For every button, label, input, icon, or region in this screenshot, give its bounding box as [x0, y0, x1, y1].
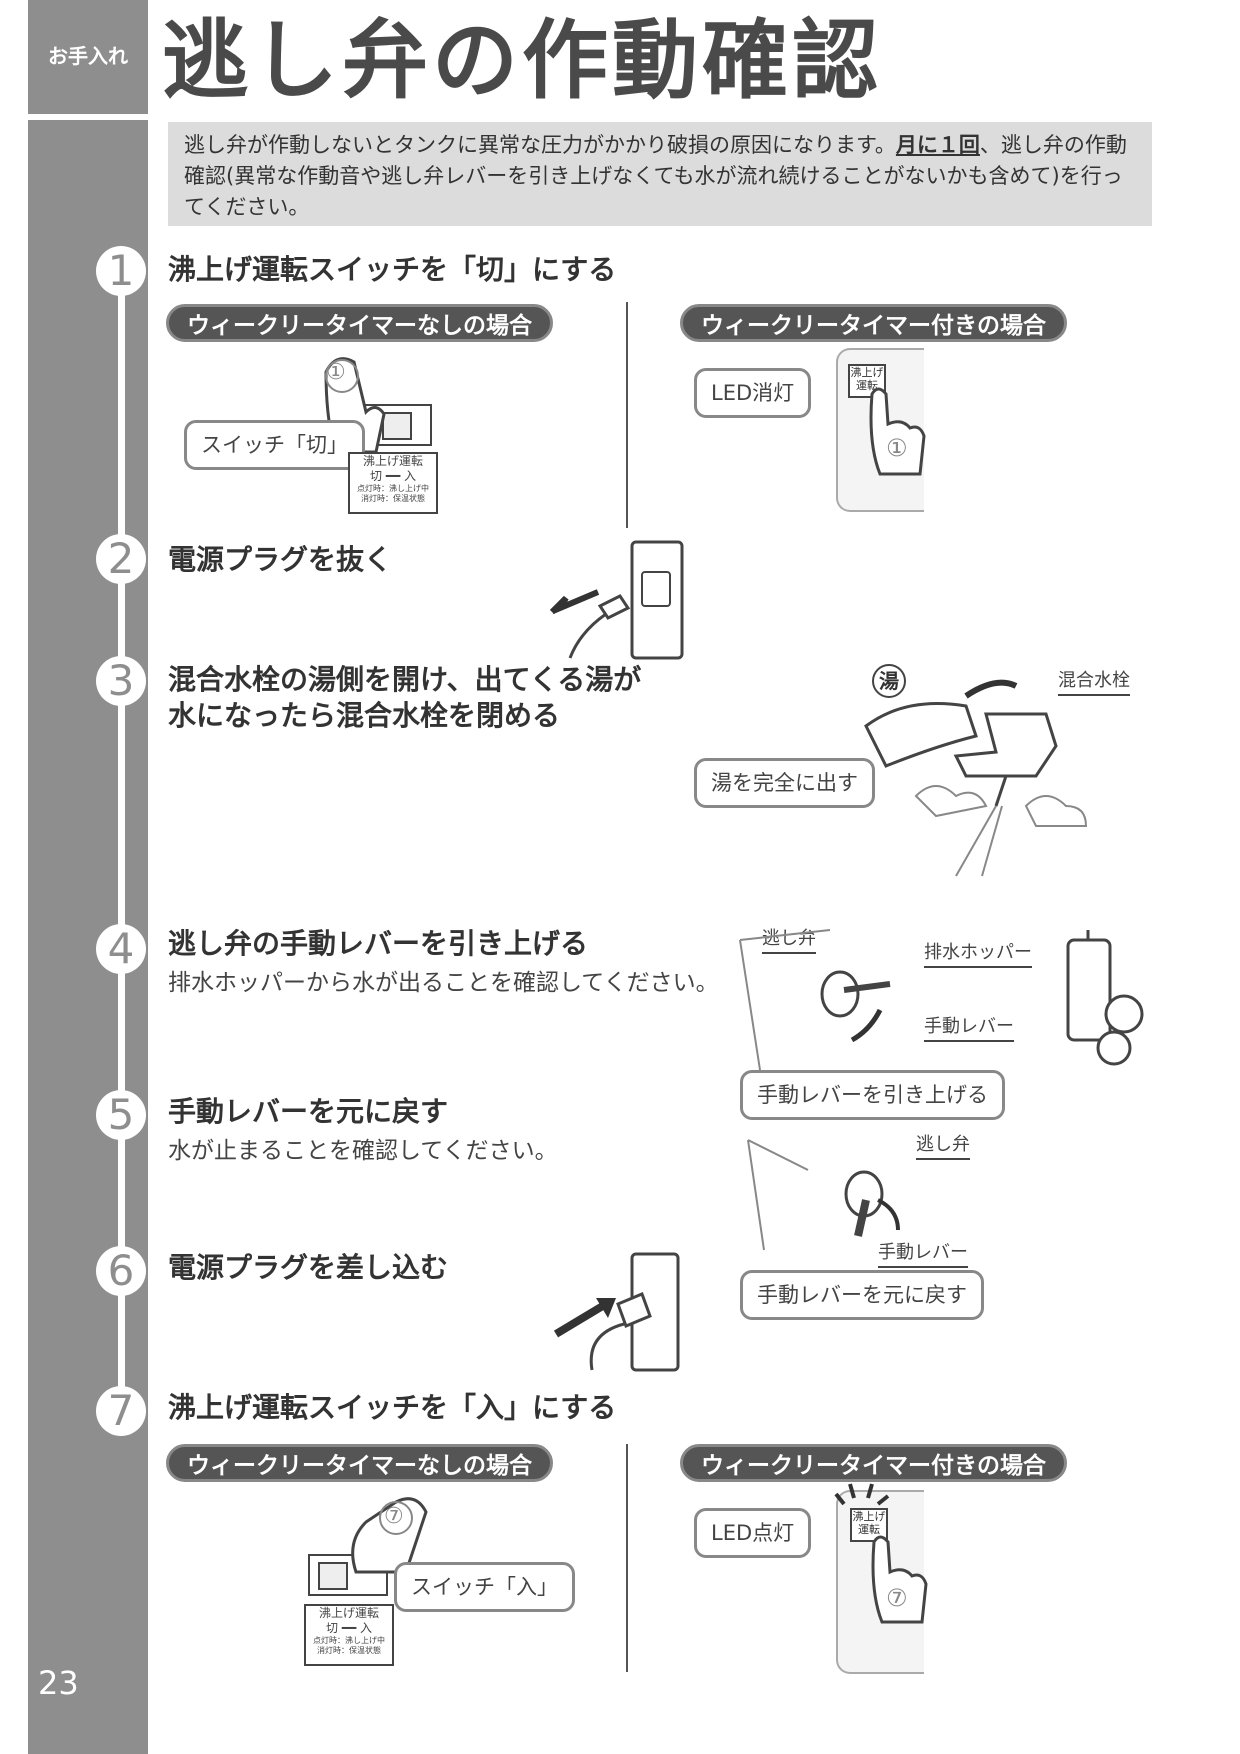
step-number-6: 6	[96, 1246, 146, 1296]
relief-valve-lift-illustration	[739, 929, 891, 1071]
timeline-line	[118, 272, 125, 1432]
manual-lever-label-2: 手動レバー	[878, 1238, 968, 1268]
callout-lift-lever: 手動レバーを引き上げる	[740, 1070, 1005, 1120]
page-number: 23	[38, 1664, 79, 1702]
switch-panel-heading-7: 沸上げ運転	[318, 1606, 379, 1620]
step-title-6: 電源プラグを差し込む	[168, 1251, 449, 1284]
plug-in-illustration	[553, 1252, 680, 1372]
heat-button-7: 沸上げ運転	[850, 1508, 888, 1542]
callout-switch-off: スイッチ「切」	[184, 420, 365, 470]
manual-lever-label-1: 手動レバー	[924, 1012, 1014, 1042]
intro-text: 逃し弁が作動しないとタンクに異常な圧力がかかり破損の原因になります。	[184, 133, 896, 157]
intro-box: 逃し弁が作動しないとタンクに異常な圧力がかかり破損の原因になります。月に１回、逃…	[168, 122, 1152, 226]
heat-button-line2: 運転	[856, 379, 878, 392]
step7-divider	[626, 1444, 628, 1672]
circle-1-label: ①	[326, 360, 346, 385]
section-label: お手入れ	[48, 44, 128, 68]
switch-off-label-7: 切	[325, 1621, 338, 1635]
switch-panel-1: 沸上げ運転 切 ━━ 入 点灯時：沸し上げ中 消灯時：保温状態	[348, 452, 438, 514]
pill-with-timer: ウィークリータイマー付きの場合	[680, 304, 1067, 342]
step-title-1: 沸上げ運転スイッチを「切」にする	[168, 253, 617, 286]
step-number-5: 5	[96, 1090, 146, 1140]
switch-note2-7: 消灯時：保温状態	[317, 1646, 381, 1655]
heat-button-line1: 沸上げ	[850, 366, 884, 379]
pill-no-timer: ウィークリータイマーなしの場合	[166, 304, 553, 342]
faucet-illustration	[864, 679, 1088, 877]
switch-on-label: 入	[404, 469, 417, 483]
drain-hopper-label: 排水ホッパー	[924, 938, 1032, 968]
step-title-2: 電源プラグを抜く	[168, 543, 393, 576]
hand-press-icon-4	[871, 1535, 928, 1624]
pill-no-timer-7: ウィークリータイマーなしの場合	[166, 1444, 553, 1482]
step-number-3: 3	[96, 656, 146, 706]
switch-note1-7: 点灯時：沸し上げ中	[313, 1636, 385, 1645]
unplug-illustration	[549, 540, 684, 660]
power-switch-on	[308, 1554, 388, 1596]
switch-note1: 点灯時：沸し上げ中	[357, 484, 429, 493]
led-glow-icon	[834, 1483, 890, 1506]
step-title-3b: 水になったら混合水栓を閉める	[168, 699, 561, 732]
hand-press-icon-3	[351, 1497, 428, 1574]
switch-panel-toggle: 切 ━━ 入	[369, 469, 417, 483]
mixer-label: 混合水栓	[1058, 666, 1130, 696]
step-title-3a: 混合水栓の湯側を開け、出てくる湯が	[168, 663, 642, 696]
hot-water-icon: 湯	[872, 664, 906, 698]
circle-7-label: ⑦	[384, 1504, 404, 1529]
step-number-2: 2	[96, 534, 146, 584]
callout-led-on: LED点灯	[694, 1508, 812, 1558]
intro-emphasis: 月に１回	[895, 133, 980, 157]
circle-1-label-2: ①	[886, 434, 908, 462]
intro-text-2: 、逃し弁の作動確認(異常な作動音や逃し弁レバーを引き上げなくても水が流れ続けるこ…	[184, 133, 1127, 219]
callout-hot-water: 湯を完全に出す	[694, 758, 875, 808]
switch-panel-heading: 沸上げ運転	[362, 454, 423, 468]
step-number-1: 1	[96, 246, 146, 296]
step-desc-4: 排水ホッパーから水が出ることを確認してください。	[168, 970, 719, 996]
sidebar-divider	[28, 114, 148, 120]
step-title-7: 沸上げ運転スイッチを「入」にする	[168, 1391, 617, 1424]
callout-switch-on: スイッチ「入」	[394, 1562, 575, 1612]
switch-off-label: 切	[369, 469, 382, 483]
relief-valve-return-illustration	[747, 1139, 900, 1251]
relief-valve-label-2: 逃し弁	[916, 1130, 970, 1160]
step1-divider	[626, 302, 628, 528]
page-title: 逃し弁の作動確認	[162, 11, 882, 111]
pill-with-timer-7: ウィークリータイマー付きの場合	[680, 1444, 1067, 1482]
callout-led-off: LED消灯	[694, 368, 812, 418]
switch-on-label-7: 入	[360, 1621, 373, 1635]
heat-button-7-line2: 運転	[858, 1523, 880, 1536]
heat-button-7-line1: 沸上げ	[852, 1510, 886, 1523]
heat-button-1: 沸上げ運転	[848, 364, 886, 398]
switch-panel-toggle-7: 切 ━━ 入	[325, 1621, 373, 1635]
step-number-7: 7	[96, 1386, 146, 1436]
callout-return-lever: 手動レバーを元に戻す	[740, 1270, 984, 1320]
circle-7-label-2: ⑦	[886, 1584, 908, 1612]
drain-hopper-illustration	[1066, 930, 1144, 1066]
step-desc-5: 水が止まることを確認してください。	[168, 1138, 558, 1164]
switch-note2: 消灯時：保温状態	[361, 494, 425, 503]
step-title-5: 手動レバーを元に戻す	[168, 1095, 449, 1128]
step-title-4: 逃し弁の手動レバーを引き上げる	[168, 927, 589, 960]
hand-press-icon-2	[869, 387, 926, 476]
switch-panel-7: 沸上げ運転 切 ━━ 入 点灯時：沸し上げ中 消灯時：保温状態	[304, 1604, 394, 1666]
step-number-4: 4	[96, 924, 146, 974]
